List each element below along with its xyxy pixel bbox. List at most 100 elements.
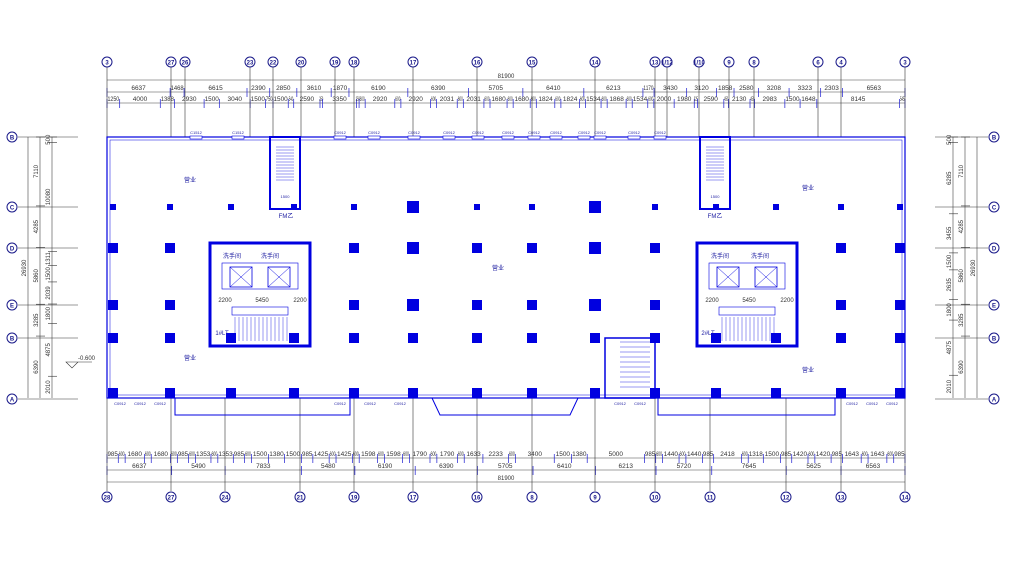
dimension-label: 2580 (739, 86, 754, 92)
dimension-label: 2983 (763, 97, 778, 103)
dimension-label: 1680 (154, 452, 169, 458)
axis-bubble (348, 56, 360, 68)
structural-column (165, 333, 175, 343)
structural-column (527, 333, 537, 343)
axis-label: B (10, 136, 15, 142)
dimension-label: 1440 (664, 452, 679, 458)
structural-column (771, 388, 781, 398)
structural-column (349, 243, 359, 253)
axis-label: 19 (332, 61, 339, 67)
room-label-hall: 营业 (184, 176, 196, 184)
structural-column (228, 204, 234, 210)
dimension-label: 600 (458, 97, 463, 103)
room-label-hall: 营业 (184, 354, 196, 362)
dimension-label: 1500 (785, 97, 800, 103)
dimension-label: 5625 (806, 464, 821, 470)
axis-bubble (693, 56, 705, 68)
axis-label: A (10, 398, 15, 404)
dimension-label: 1870 (333, 86, 348, 92)
dimension-label: 1380 (572, 452, 587, 458)
dimension-label: 1388 (161, 97, 175, 103)
dimension-label: 545 (900, 97, 905, 103)
dimension-label: 1318 (749, 452, 764, 458)
dimension-label: 5490 (191, 464, 206, 470)
elevator-lobby (708, 262, 786, 290)
window (367, 135, 381, 140)
axis-label: 11 (707, 496, 714, 502)
dimension-label: 2000 (657, 97, 672, 103)
window-label: C0912 (368, 130, 381, 135)
dimension-label: 600 (627, 97, 632, 103)
dimension-label-stair: 1500 (281, 194, 291, 199)
dimension-label: 1500 (274, 97, 289, 103)
window-label: C0912 (408, 130, 421, 135)
dimension-label: 2920 (409, 97, 424, 103)
structural-column (226, 333, 236, 343)
axis-bubble (101, 491, 113, 503)
dimension-label: 6390 (34, 360, 40, 374)
dimension-label: 2390 (251, 86, 266, 92)
axis-label: 9 (727, 61, 731, 67)
dimension-label: 600 (862, 452, 868, 458)
structural-column (895, 300, 905, 310)
window (549, 135, 563, 140)
axis-label: D (992, 247, 997, 253)
dimension-label: 6390 (439, 464, 454, 470)
window-label: C0912 (334, 130, 347, 135)
structural-column (165, 388, 175, 398)
dimension-label: 6213 (619, 464, 634, 470)
axis-label: 13 (652, 61, 659, 67)
door-label: FM乙 (279, 213, 294, 220)
axis-bubble (988, 242, 1000, 254)
axis-label: 22 (270, 61, 277, 67)
dimension-label: 1500 (46, 266, 52, 280)
dimension-label: 1500 (205, 97, 220, 103)
structural-column (650, 388, 660, 398)
window-label: C0912 (634, 401, 647, 406)
window-label: C0912 (654, 130, 667, 135)
dimension-label: 1790 (413, 452, 428, 458)
elevator-cross (716, 266, 778, 288)
axis-bubble (101, 56, 113, 68)
axis-label: 1/12 (661, 61, 673, 67)
dimension-label: 1468 (171, 86, 185, 92)
window (442, 135, 456, 140)
dimension-label: 1170 (643, 86, 654, 92)
toilet-rooms (718, 306, 776, 316)
axis-bubble (988, 332, 1000, 344)
dimension-label: 3040 (228, 97, 243, 103)
structural-column (349, 333, 359, 343)
structural-column (408, 388, 418, 398)
axis-label: 8 (530, 496, 534, 502)
dimension-label: 1643 (870, 452, 885, 458)
axis-bubble (899, 491, 911, 503)
dimension-label: 2920 (373, 97, 388, 103)
dimension-label: 600 (211, 452, 217, 458)
axis-bubble (348, 491, 360, 503)
axis-bubble (6, 332, 18, 344)
structural-column (589, 201, 601, 213)
overall-width-label: 81900 (498, 74, 515, 80)
axis-label: 14 (592, 61, 599, 67)
dimension-label: 3350 (332, 97, 347, 103)
dimension-label: 5860 (959, 269, 965, 283)
window-label: C0912 (578, 130, 591, 135)
window-label: C0912 (472, 130, 485, 135)
window-label: C0912 (528, 130, 541, 135)
stair-core-left (269, 136, 301, 210)
dimension-label: 1633 (466, 452, 481, 458)
dimension-label: 985 (234, 452, 245, 458)
dimension-label: 1250 (108, 97, 120, 103)
dimension-label: 1500 (251, 97, 266, 103)
axis-bubble (526, 56, 538, 68)
axis-label: 16 (474, 61, 481, 67)
dimension-label: 1980 (677, 97, 692, 103)
dimension-label: 1680 (491, 97, 506, 103)
window-label: C0912 (628, 130, 641, 135)
room-label-hall: 营业 (802, 184, 814, 192)
dimension-label: 2039 (46, 286, 52, 300)
dimension-label: 5705 (489, 86, 504, 92)
dimension-label: 450 (724, 97, 728, 103)
